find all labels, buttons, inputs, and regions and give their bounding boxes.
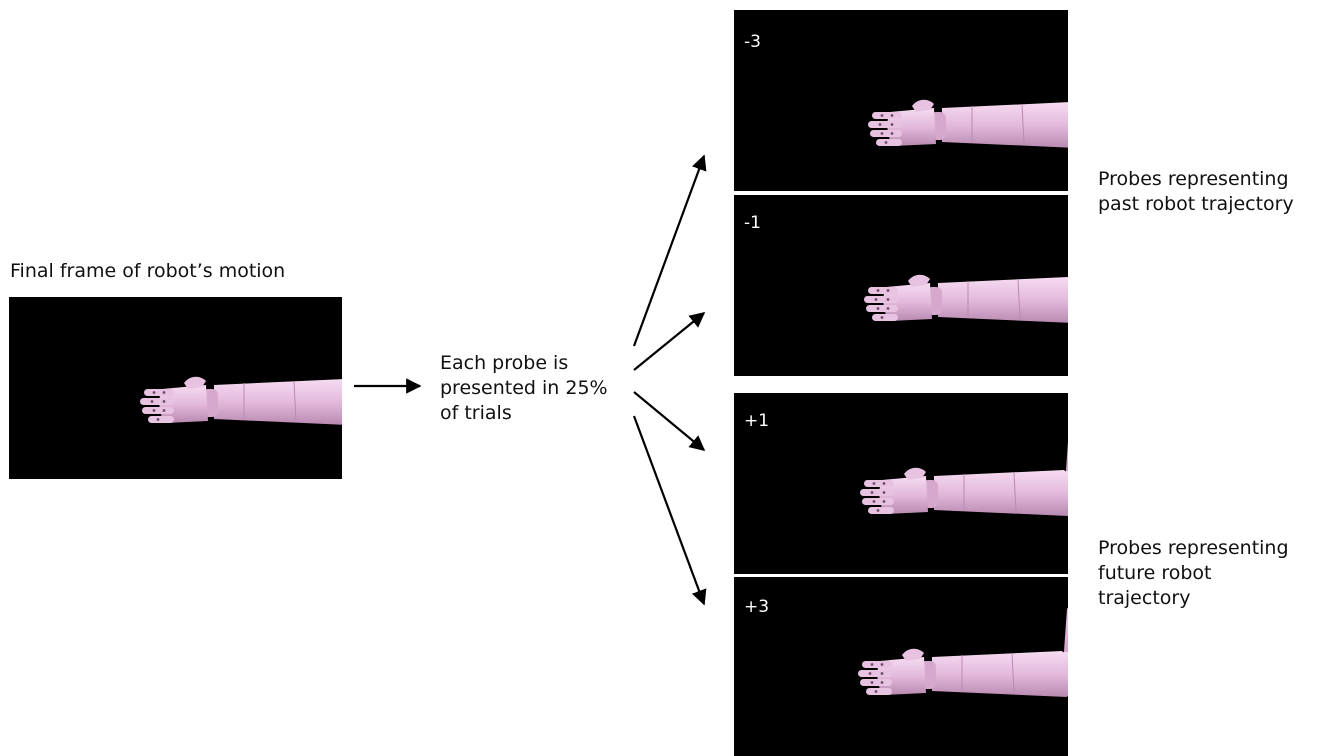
probe-frame-minus-3: -3: [734, 10, 1068, 191]
past-probes-label-line-2: past robot trajectory: [1098, 192, 1294, 216]
arrow-to-probe-minus-3: [634, 156, 704, 346]
arrow-to-probe-plus-3: [634, 416, 704, 604]
future-probes-label-line-2: future robot: [1098, 561, 1212, 585]
arrow-to-probe-minus-1: [634, 313, 704, 370]
probe-frame-minus-1: -1: [734, 195, 1068, 376]
robot-arm-image: [734, 195, 1068, 376]
probe-frame-plus-1: +1: [734, 393, 1068, 574]
future-probes-label-line-3: trajectory: [1098, 586, 1190, 610]
future-probes-label-line-1: Probes representing: [1098, 536, 1289, 560]
probe-frame-plus-3: +3: [734, 577, 1068, 756]
past-probes-label-line-1: Probes representing: [1098, 167, 1289, 191]
robot-arm-image: [734, 577, 1068, 756]
robot-arm-image: [734, 10, 1068, 191]
robot-arm-image: [734, 393, 1068, 574]
